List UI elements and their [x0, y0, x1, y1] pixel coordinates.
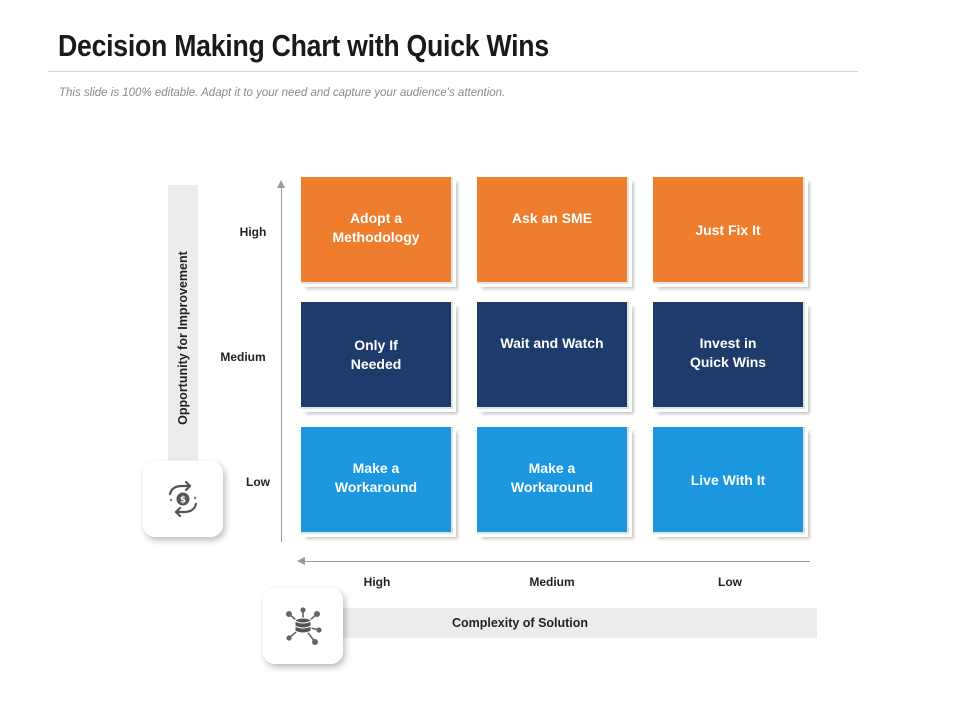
y-tick-high: High: [239, 225, 267, 239]
svg-text:$: $: [180, 496, 186, 506]
y-axis-arrowhead: [277, 180, 285, 188]
cell-wait-and-watch: Wait and Watch: [477, 302, 629, 409]
cell-just-fix-it: Just Fix It: [653, 177, 805, 284]
cell-live-with-it: Live With It: [653, 427, 805, 534]
y-tick-low: Low: [246, 475, 270, 489]
x-axis-line: [304, 561, 810, 562]
x-axis-icon-card: [263, 588, 343, 664]
y-axis-label-band: [168, 185, 198, 460]
title-divider: [48, 71, 858, 72]
x-axis-label: Complexity of Solution: [451, 616, 589, 630]
page-subtitle: This slide is 100% editable. Adapt it to…: [59, 87, 506, 99]
y-axis-icon-card: $: [143, 461, 223, 537]
page-title: Decision Making Chart with Quick Wins: [58, 28, 549, 63]
y-axis-line: [281, 186, 282, 542]
x-tick-high: High: [363, 575, 391, 589]
cell-ask-an-sme: Ask an SME: [477, 177, 629, 284]
x-tick-low: Low: [718, 575, 742, 589]
x-axis-label-band: [318, 608, 817, 638]
x-tick-medium: Medium: [529, 575, 575, 589]
database-network-icon: [286, 607, 322, 645]
x-axis-arrowhead: [297, 557, 305, 565]
hands-money-exchange-icon: $: [168, 480, 198, 518]
y-axis-label: Opportunity for Improvement: [176, 251, 190, 425]
y-tick-medium: Medium: [220, 350, 266, 364]
